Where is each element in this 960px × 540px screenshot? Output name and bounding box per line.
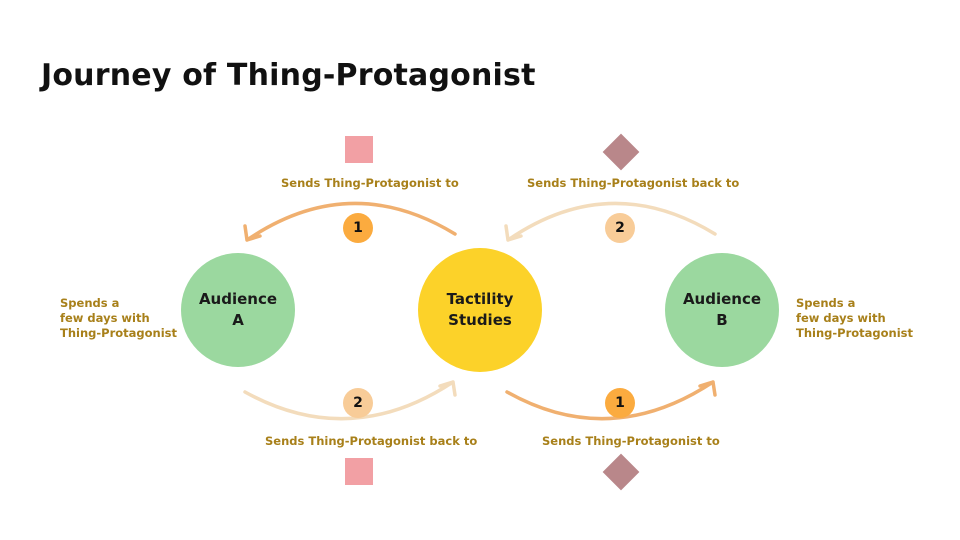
arrow-tactility-to-b — [505, 380, 717, 421]
node-label: Audience — [682, 290, 762, 308]
label-top-left: Sends Thing-Protagonist to — [281, 176, 459, 190]
step-badge: 1 — [343, 213, 373, 243]
label-top-right: Sends Thing-Protagonist back to — [527, 176, 740, 190]
arrow-b-to-tactility — [504, 201, 717, 242]
square-marker-top — [345, 136, 373, 163]
step-badge: 2 — [605, 213, 635, 243]
node-label: B — [716, 311, 728, 329]
square-marker-bottom — [345, 458, 373, 485]
step-badge: 2 — [343, 388, 373, 418]
label-bottom-left: Sends Thing-Protagonist back to — [265, 434, 478, 448]
step-badge: 1 — [605, 388, 635, 418]
node-label: Tactility — [446, 290, 514, 308]
node-label: Audience — [198, 290, 278, 308]
node-label: A — [232, 311, 244, 329]
arrow-tactility-to-a — [243, 201, 457, 242]
page-title: Journey of Thing-Protagonist — [41, 58, 536, 93]
label-bottom-right: Sends Thing-Protagonist to — [542, 434, 720, 448]
arrow-a-to-tactility — [243, 380, 457, 421]
node-label: Studies — [448, 311, 512, 329]
